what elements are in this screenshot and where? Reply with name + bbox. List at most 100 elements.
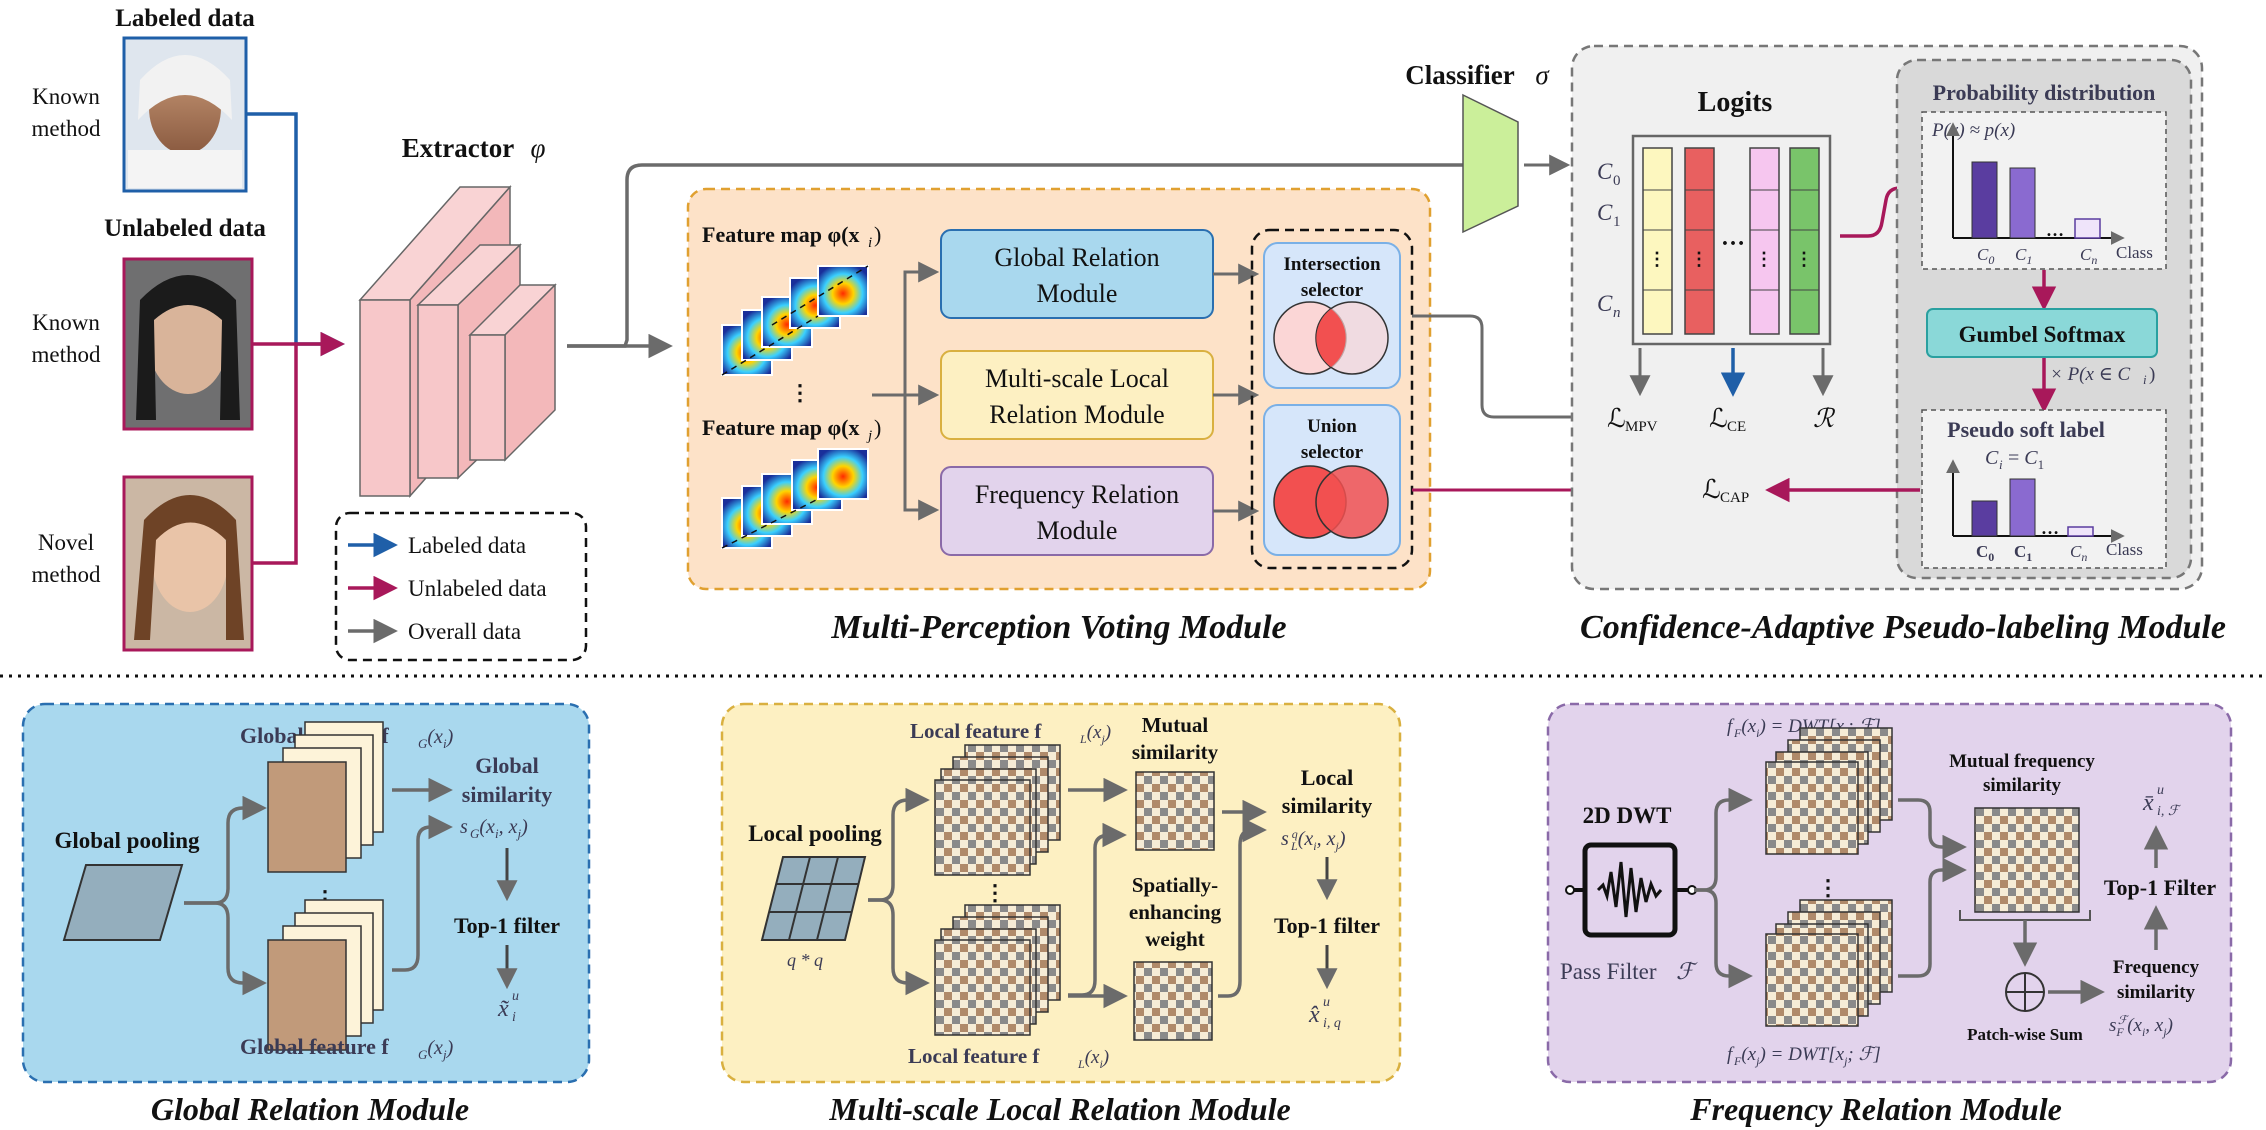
loss-ce-sub: CE: [1727, 419, 1746, 435]
cap-module: Logits ⋮ ⋮ … ⋮ ⋮: [1570, 44, 2226, 646]
loss-cap: ℒ: [1702, 475, 1721, 504]
svg-text:⋮: ⋮: [1817, 875, 1839, 900]
lrm-feature-stack-j: [934, 744, 1061, 876]
selector-group: [1250, 228, 1414, 570]
frm-freq-sim-line1: Frequency: [2113, 957, 2200, 978]
grm-sim-line1: Global: [475, 753, 539, 778]
times-p-sub: i: [2143, 372, 2147, 387]
intersection-line2: selector: [1301, 280, 1364, 301]
freq-box-line2: Module: [1037, 516, 1118, 545]
extractor-symbol: φ: [531, 133, 546, 163]
lrm-feat-i-sub: L(xi): [1077, 1047, 1109, 1071]
lrm-sim-eq-rest: Lq(xi, xj): [1290, 827, 1346, 853]
times-p-close: ): [2149, 364, 2155, 385]
loss-mpv: ℒ: [1607, 404, 1626, 433]
lrm-mutual-line1: Mutual: [1142, 713, 1209, 737]
global-box-line2: Module: [1037, 279, 1118, 308]
known-method-label-2b: method: [32, 342, 101, 367]
legend: Labeled data Unlabeled data Overall data: [334, 511, 588, 662]
frm-title: Frequency Relation Module: [1689, 1091, 2062, 1127]
grm-feat-i-sub: G(xi): [418, 726, 454, 751]
grm-sim-eq-rest: G(xi, xj): [470, 816, 528, 841]
lrm-qq: q * q: [787, 950, 823, 970]
loss-mpv-sub: MPV: [1625, 419, 1658, 435]
pseudo-eq-rest: i: [1999, 457, 2003, 472]
lrm-sim-line2: similarity: [1282, 793, 1372, 818]
frm-filter-icon: [1565, 842, 1697, 938]
frm-feat-i-label: f: [1727, 716, 1735, 737]
frm-out-sub: i, ℱ: [2157, 804, 2182, 819]
grm-feat-j-label: Global feature f: [240, 1034, 389, 1059]
pseudo-eq: C: [1985, 447, 1999, 469]
grm-title: Global Relation Module: [151, 1091, 469, 1127]
extractor-block-3: [468, 283, 557, 462]
lrm-mutual-line2: similarity: [1132, 740, 1219, 764]
lrm-spatial-line3: weight: [1145, 927, 1205, 951]
frm-freq-sim-line2: similarity: [2117, 982, 2196, 1003]
intersection-line1: Intersection: [1283, 254, 1381, 275]
lrm-pooling-grid: [760, 856, 867, 941]
legend-unlabeled-label: Unlabeled data: [408, 576, 547, 601]
lrm-feat-j-sub: L(xj): [1079, 722, 1111, 746]
lrm-feat-i-label: Local feature f: [908, 1044, 1040, 1068]
feature-map-j-close: ): [874, 415, 881, 440]
logit-row-label-1: C: [1597, 200, 1613, 225]
logits-title: Logits: [1698, 87, 1773, 118]
union-line2: selector: [1301, 442, 1364, 463]
frm-panel: 2D DWT Pass Filter ℱ f F(xi) = DWT[xi; ℱ…: [1546, 702, 2233, 1127]
grm-panel: Global pooling Global feature f G(xi) ⋮ …: [21, 702, 591, 1127]
frm-out: x̄: [2142, 790, 2154, 816]
feature-map-i-sub: i: [868, 235, 872, 251]
legend-labeled-label: Labeled data: [408, 533, 526, 558]
frm-feature-stack-j: [1765, 899, 1893, 1027]
labeled-data-title: Labeled data: [115, 5, 255, 32]
loss-ce: ℒ: [1709, 404, 1728, 433]
grm-filter: Top-1 filter: [454, 913, 560, 938]
grm-sim-line2: similarity: [462, 782, 552, 807]
lrm-out-sub: i, q: [1323, 1016, 1341, 1031]
pseudo-axis-class: Class: [2106, 540, 2143, 559]
logit-row-sub-1: 1: [1613, 214, 1621, 230]
pseudo-title: Pseudo soft label: [1947, 417, 2105, 442]
frm-out-sup: u: [2157, 783, 2164, 798]
grm-pooling-label: Global pooling: [54, 828, 200, 853]
unlabeled-known-face-image: [122, 257, 254, 431]
frm-patch-label: Patch-wise Sum: [1967, 1025, 2083, 1044]
frm-filter: Top-1 Filter: [2104, 875, 2216, 900]
to-freq-arrow: [872, 393, 940, 521]
novel-arrow: [252, 331, 345, 565]
local-relation-box: Multi-scale Local Relation Module: [940, 350, 1214, 440]
grm-out: x̃: [497, 996, 510, 1022]
union-selector: Union selector: [1263, 404, 1401, 556]
logit-row-label-0: C: [1597, 159, 1613, 184]
lrm-feature-stack-i: [934, 904, 1061, 1036]
logit-column-3: ⋮: [1789, 147, 1820, 335]
classifier-symbol: σ: [1535, 60, 1550, 90]
frm-feat-j-label: f: [1727, 1044, 1735, 1065]
lrm-panel: Local pooling q * q Local feature f L(xj…: [720, 702, 1402, 1127]
freq-relation-box: Frequency Relation Module: [940, 466, 1214, 556]
svg-text:…: …: [2041, 518, 2059, 538]
lrm-sim-eq: s: [1281, 828, 1289, 850]
global-relation-box: Global Relation Module: [940, 229, 1214, 319]
extractor: Extractor φ: [358, 133, 1495, 498]
known-method-label-1b: method: [32, 116, 101, 141]
lrm-spatial-matrix: [1133, 961, 1213, 1041]
times-p-label: × P(x ∈ C: [2050, 364, 2131, 385]
logit-row-sub-0: 0: [1613, 173, 1621, 189]
reg-term: ℛ: [1813, 404, 1836, 433]
feature-map-j-label: Feature map φ(x: [702, 415, 860, 440]
classifier-label: Classifier: [1405, 60, 1514, 90]
feature-map-j-stack: [721, 448, 869, 549]
global-box-line1: Global Relation: [994, 243, 1159, 272]
feature-map-i-close: ): [874, 222, 881, 247]
grm-feature-stack-i: [267, 721, 384, 873]
svg-text:⋮: ⋮: [1690, 249, 1708, 269]
pseudo-histogram: … C0 C1 Cn Class: [1946, 459, 2143, 564]
svg-text:…: …: [2046, 220, 2064, 240]
lrm-filter: Top-1 filter: [1274, 913, 1380, 938]
logit-row-sub-n: n: [1613, 305, 1621, 321]
gumbel-softmax-box: [1926, 308, 2158, 358]
logit-column-0: ⋮: [1642, 147, 1673, 335]
svg-text:⋮: ⋮: [1648, 249, 1666, 269]
